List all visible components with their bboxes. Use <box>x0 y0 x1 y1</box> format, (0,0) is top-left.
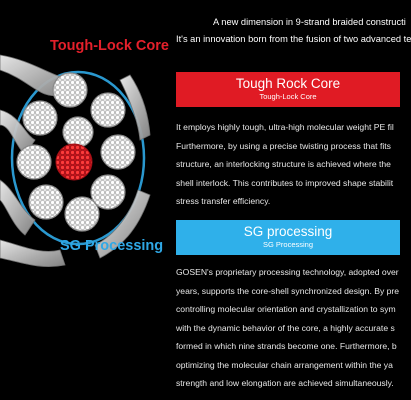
intro-text: A new dimension in 9-strand braided cons… <box>176 14 411 48</box>
section-title: Tough Rock Core <box>235 76 341 91</box>
tough-rock-core-banner: Tough Rock Core Tough-Lock Core <box>176 72 400 107</box>
paragraph-line: formed in which nine strands become one.… <box>176 341 397 351</box>
core-label: Tough-Lock Core <box>50 38 169 54</box>
braided-line-illustration <box>0 54 151 267</box>
intro-line: A new dimension in 9-strand braided cons… <box>213 17 406 27</box>
paragraph-line: with the dynamic behavior of the core, a… <box>176 322 395 333</box>
paragraph-line: controlling molecular orientation and cr… <box>176 304 396 314</box>
section-subtitle: Tough-Lock Core <box>259 92 317 101</box>
paragraph-line: structure, an interlocking structure is … <box>176 159 391 169</box>
paragraph-line: shell interlock. This contributes to imp… <box>176 177 394 188</box>
sg-processing-description: GOSEN's proprietary processing technolog… <box>176 263 400 393</box>
paragraph-line: It employs highly tough, ultra-high mole… <box>176 122 394 132</box>
paragraph-line: Furthermore, by using a precise twisting… <box>176 140 391 151</box>
paragraph-line: GOSEN's proprietary processing technolog… <box>176 267 399 277</box>
paragraph-line: strength and low elongation are achieved… <box>176 378 394 388</box>
intro-line: It's an innovation born from the fusion … <box>176 34 411 44</box>
sg-label: SG Processing <box>60 238 164 254</box>
section-subtitle: SG Processing <box>262 240 314 249</box>
paragraph-line: optimizing the molecular chain arrangeme… <box>176 359 393 370</box>
sg-processing-banner: SG processing SG Processing <box>176 220 400 255</box>
tough-rock-core-description: It employs highly tough, ultra-high mole… <box>176 118 400 211</box>
paragraph-line: stress transfer efficiency. <box>176 196 271 206</box>
section-title: SG processing <box>243 224 333 239</box>
paragraph-line: years, supports the core-shell synchroni… <box>176 285 400 296</box>
